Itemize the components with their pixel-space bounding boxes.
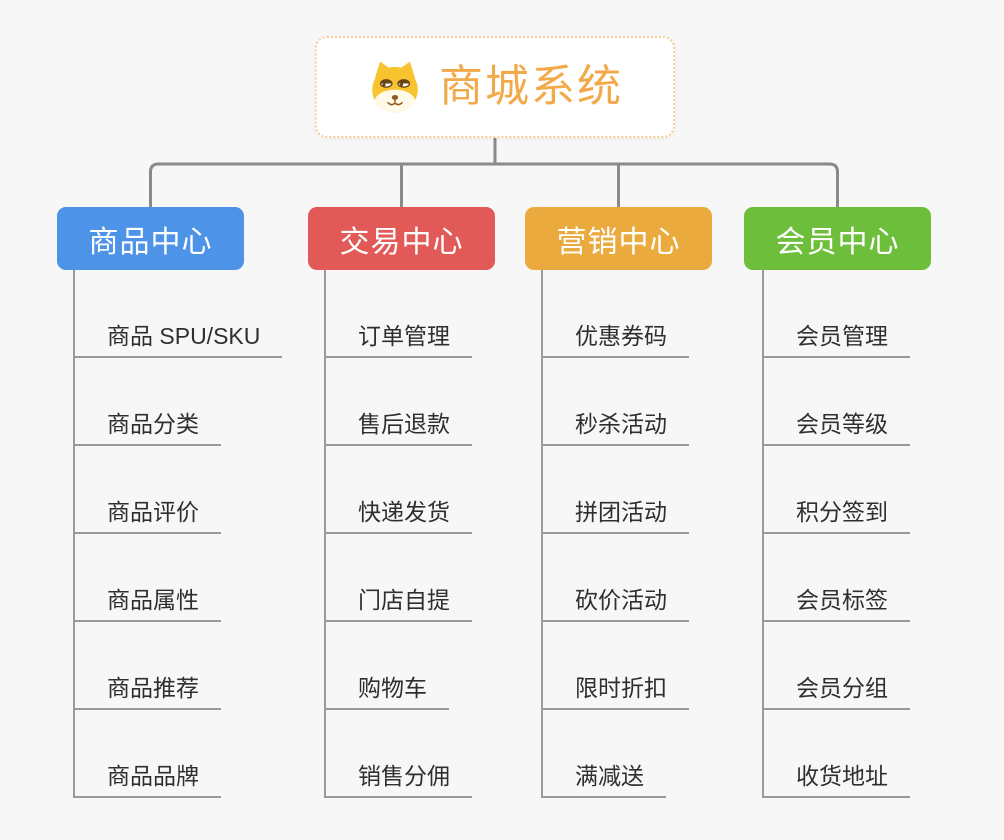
branch-member-center[interactable]: 会员中心 xyxy=(744,207,931,270)
leaf-node[interactable]: 优惠券码 xyxy=(543,270,689,358)
leaf-node[interactable]: 商品推荐 xyxy=(75,622,221,710)
root-node[interactable]: 商城系统 xyxy=(315,36,675,138)
branch-product-center[interactable]: 商品中心 xyxy=(57,207,244,270)
leaf-node[interactable]: 商品属性 xyxy=(75,534,221,622)
branch-trade-center[interactable]: 交易中心 xyxy=(308,207,495,270)
leaf-node[interactable]: 销售分佣 xyxy=(326,710,472,798)
leaf-node[interactable]: 限时折扣 xyxy=(543,622,689,710)
leaf-node[interactable]: 商品评价 xyxy=(75,446,221,534)
leaf-list-member-center: 会员管理 会员等级 积分签到 会员标签 会员分组 收货地址 xyxy=(762,270,910,798)
dog-face-icon xyxy=(372,61,418,113)
leaf-node[interactable]: 砍价活动 xyxy=(543,534,689,622)
leaf-node[interactable]: 会员管理 xyxy=(764,270,910,358)
leaf-node[interactable]: 会员标签 xyxy=(764,534,910,622)
leaf-node[interactable]: 拼团活动 xyxy=(543,446,689,534)
leaf-node[interactable]: 积分签到 xyxy=(764,446,910,534)
connector-rail xyxy=(149,162,839,207)
leaf-node[interactable]: 商品分类 xyxy=(75,358,221,446)
leaf-node[interactable]: 门店自提 xyxy=(326,534,472,622)
leaf-node[interactable]: 秒杀活动 xyxy=(543,358,689,446)
leaf-node[interactable]: 快递发货 xyxy=(326,446,472,534)
leaf-list-product-center: 商品 SPU/SKU 商品分类 商品评价 商品属性 商品推荐 商品品牌 xyxy=(73,270,283,798)
leaf-node[interactable]: 售后退款 xyxy=(326,358,472,446)
leaf-node[interactable]: 购物车 xyxy=(326,622,449,710)
leaf-node[interactable]: 订单管理 xyxy=(326,270,472,358)
root-title: 商城系统 xyxy=(439,62,623,111)
leaf-node[interactable]: 商品品牌 xyxy=(75,710,221,798)
leaf-node[interactable]: 商品 SPU/SKU xyxy=(75,270,283,358)
branch-marketing-center[interactable]: 营销中心 xyxy=(525,207,712,270)
leaf-list-trade-center: 订单管理 售后退款 快递发货 门店自提 购物车 销售分佣 xyxy=(324,270,472,798)
leaf-node[interactable]: 会员分组 xyxy=(764,622,910,710)
leaf-list-marketing-center: 优惠券码 秒杀活动 拼团活动 砍价活动 限时折扣 满减送 xyxy=(541,270,689,798)
leaf-node[interactable]: 会员等级 xyxy=(764,358,910,446)
leaf-node[interactable]: 满减送 xyxy=(543,710,666,798)
leaf-node[interactable]: 收货地址 xyxy=(764,710,910,798)
